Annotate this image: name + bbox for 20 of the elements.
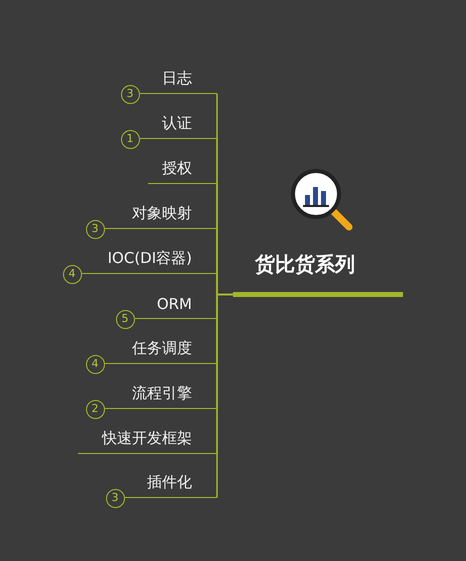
branch-label: 流程引擎 [132,384,192,403]
branch-label: 授权 [162,159,192,178]
number-badge: 5 [116,310,134,328]
number-badge: 3 [106,488,124,508]
number-badge: 4 [86,354,104,374]
branch-label: ORM [156,295,192,313]
branch-connector [216,294,233,498]
branch-label: 任务调度 [132,339,192,358]
branch-label: 日志 [162,69,192,88]
number-badge: 2 [86,400,104,418]
number-badge: 4 [62,264,82,284]
topic-title: 货比货系列 [255,251,355,278]
branch-label: IOC(DI容器) [108,249,192,268]
branch-label: 插件化 [147,473,192,492]
branch-label: 快速开发框架 [102,429,192,448]
number-badge: 1 [120,130,140,148]
number-badge: 3 [120,84,140,104]
number-badge: 3 [86,220,104,238]
branch-label: 对象映射 [132,204,192,223]
branch-label: 认证 [162,114,192,133]
